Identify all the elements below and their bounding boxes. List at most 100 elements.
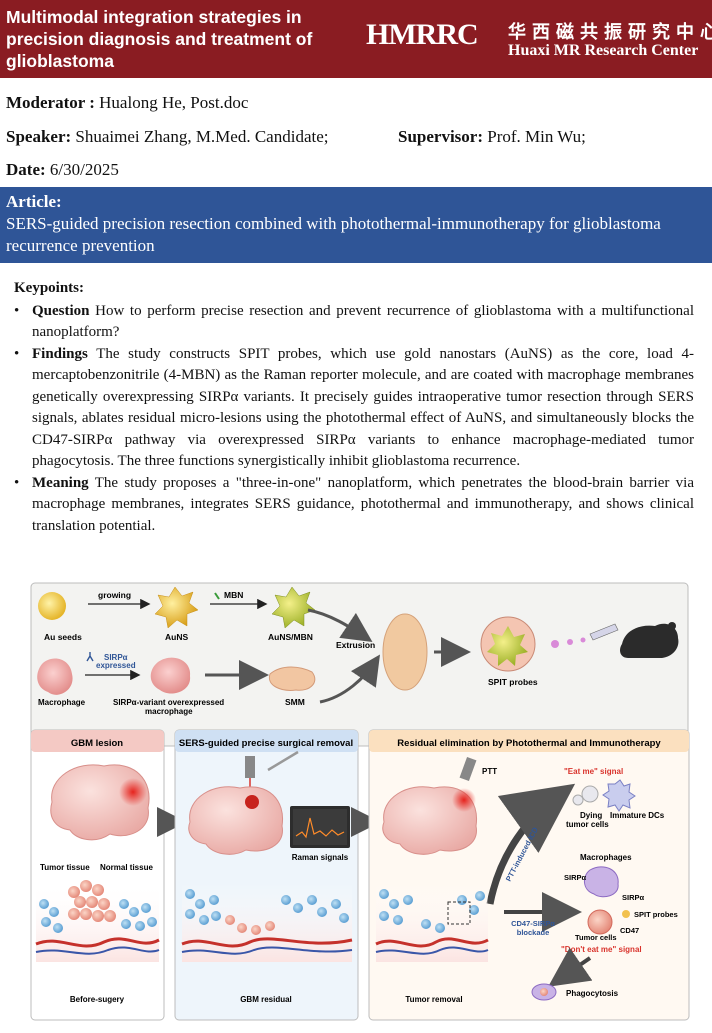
label-eat-me: "Eat me" signal	[564, 767, 623, 776]
immature-dc-icon	[602, 779, 636, 812]
label-extrusion: Extrusion	[336, 640, 375, 650]
keypoint-meaning: Meaning The study proposes a "three-in-o…	[14, 473, 694, 538]
article-label: Article:	[6, 192, 62, 211]
raman-probe-icon	[245, 756, 255, 778]
keypoint-text: The study proposes a "three-in-one" nano…	[32, 474, 694, 534]
label-phagocytosis: Phagocytosis	[566, 989, 619, 998]
tissue-cells-3	[379, 889, 485, 933]
label-tumor-cells: Tumor cells	[575, 933, 617, 942]
engulfed-cell-icon	[540, 988, 548, 996]
label-immature-dcs: Immature DCs	[610, 811, 665, 820]
arrow-to-extrusion	[307, 608, 373, 642]
keypoint-term: Findings	[32, 345, 88, 362]
blood-vessel-icon	[375, 946, 489, 955]
panel3-caption: Tumor removal	[405, 995, 462, 1004]
mbn-molecule-icon	[214, 592, 220, 600]
logo-mark: HMRRC	[366, 18, 479, 51]
keypoint-term: Question	[32, 302, 90, 319]
synthesis-panel: Au seeds growing AuNS MBN AuNS/MBN Extru…	[30, 582, 689, 747]
label-spit-probes: SPIT probes	[488, 677, 538, 687]
mouse-icon	[620, 623, 679, 658]
arrow-smm-to-extrusion	[319, 654, 380, 704]
label-smm: SMM	[285, 697, 305, 707]
panel-gbm-lesion: GBM lesion Tumor tissue Normal tissue Be…	[30, 729, 165, 1021]
label-sirpa-1: SIRPα	[564, 873, 587, 882]
blood-vessel-icon	[375, 937, 489, 948]
extrusion-membrane-icon	[382, 613, 428, 691]
date-label: Date:	[6, 160, 46, 179]
keypoint-term: Meaning	[32, 474, 89, 491]
header-banner: Multimodal integration strategies in pre…	[0, 0, 712, 78]
supervisor-value: Prof. Min Wu;	[487, 127, 586, 146]
date-value: 6/30/2025	[49, 160, 119, 179]
label-au-seeds: Au seeds	[44, 632, 82, 642]
logo-english-name: Huaxi MR Research Center	[508, 42, 699, 59]
page-title: Multimodal integration strategies in pre…	[6, 7, 313, 71]
label-raman-signals: Raman signals	[292, 853, 349, 862]
article-band: Article: SERS-guided precision resection…	[0, 187, 712, 263]
moderator-label: Moderator :	[6, 93, 95, 112]
article-title: SERS-guided precision resection combined…	[6, 214, 661, 255]
moderator-line: Moderator : Hualong He, Post.doc	[6, 93, 248, 113]
auns-nanostar-icon	[154, 586, 199, 629]
zoom-box	[447, 901, 471, 925]
keypoints-heading: Keypoints:	[14, 280, 85, 296]
label-cd47: CD47	[620, 926, 639, 935]
tissue-cells-2	[185, 889, 349, 935]
smm-icon	[268, 666, 316, 691]
lesion-icon	[245, 795, 259, 809]
schematic-figure: Au seeds growing AuNS MBN AuNS/MBN Extru…	[30, 582, 690, 1021]
panel2-title: SERS-guided precise surgical removal	[179, 738, 353, 749]
raman-spectrum-icon	[295, 817, 345, 839]
label-spit-probes-panel3: SPIT probes	[634, 910, 678, 919]
label-tumor-tissue: Tumor tissue	[40, 863, 90, 872]
lesion-icon	[119, 778, 147, 806]
arrow-phagocytosis	[548, 947, 593, 987]
tumor-cell-icon	[587, 909, 613, 935]
keypoint-findings: Findings The study constructs SPIT probe…	[14, 344, 694, 473]
panel1-title: GBM lesion	[71, 738, 123, 749]
supervisor-label: Supervisor:	[398, 127, 483, 146]
label-macrophage: Macrophage	[38, 698, 86, 707]
blood-vessel-icon	[35, 937, 160, 948]
keypoint-question: Question How to perform precise resectio…	[14, 301, 694, 344]
tissue-cells-1	[39, 880, 157, 933]
keypoint-text: The study constructs SPIT probes, which …	[32, 345, 694, 470]
supervisor-line: Supervisor: Prof. Min Wu;	[398, 127, 586, 147]
label-growing: growing	[98, 590, 131, 600]
sirpa-macrophage-icon	[150, 657, 191, 694]
macrophage-icon	[584, 866, 619, 898]
ptt-laser-icon	[459, 756, 477, 782]
speaker-label: Speaker:	[6, 127, 72, 146]
blood-vessel-icon	[181, 937, 353, 948]
panel-sers-surgery: SERS-guided precise surgical removal Ram…	[174, 729, 359, 1021]
keypoint-text: How to perform precise resection and pre…	[32, 302, 694, 341]
speaker-value: Shuaimei Zhang, M.Med. Candidate;	[75, 127, 329, 146]
au-seed-icon	[38, 592, 66, 620]
moderator-value: Hualong He, Post.doc	[99, 93, 249, 112]
spit-core-icon	[487, 626, 528, 666]
date-line: Date: 6/30/2025	[6, 160, 119, 180]
panel1-caption: Before-sugery	[70, 995, 125, 1004]
lesion-icon	[452, 788, 476, 812]
dying-tumor-cell-icon	[572, 794, 584, 806]
label-ptt: PTT	[482, 767, 497, 776]
dying-tumor-cell-icon	[581, 785, 599, 803]
label-auns: AuNS	[165, 632, 188, 642]
spit-probe-icon	[622, 910, 630, 918]
label-mbn: MBN	[224, 590, 243, 600]
probe-dot-icon	[567, 639, 573, 645]
macrophage-icon	[37, 658, 73, 695]
arrow-ptt-icd	[486, 783, 576, 905]
sirpa-receptor-icon	[86, 652, 94, 662]
probe-dot-icon	[580, 637, 586, 643]
panel-residual-elimination: Residual elimination by Photothermal and…	[368, 729, 690, 1021]
keypoints-section: Keypoints: Question How to perform preci…	[14, 278, 694, 537]
label-auns-mbn: AuNS/MBN	[268, 632, 313, 642]
probe-dot-icon	[551, 640, 559, 648]
surgical-tool-icon	[267, 750, 299, 772]
